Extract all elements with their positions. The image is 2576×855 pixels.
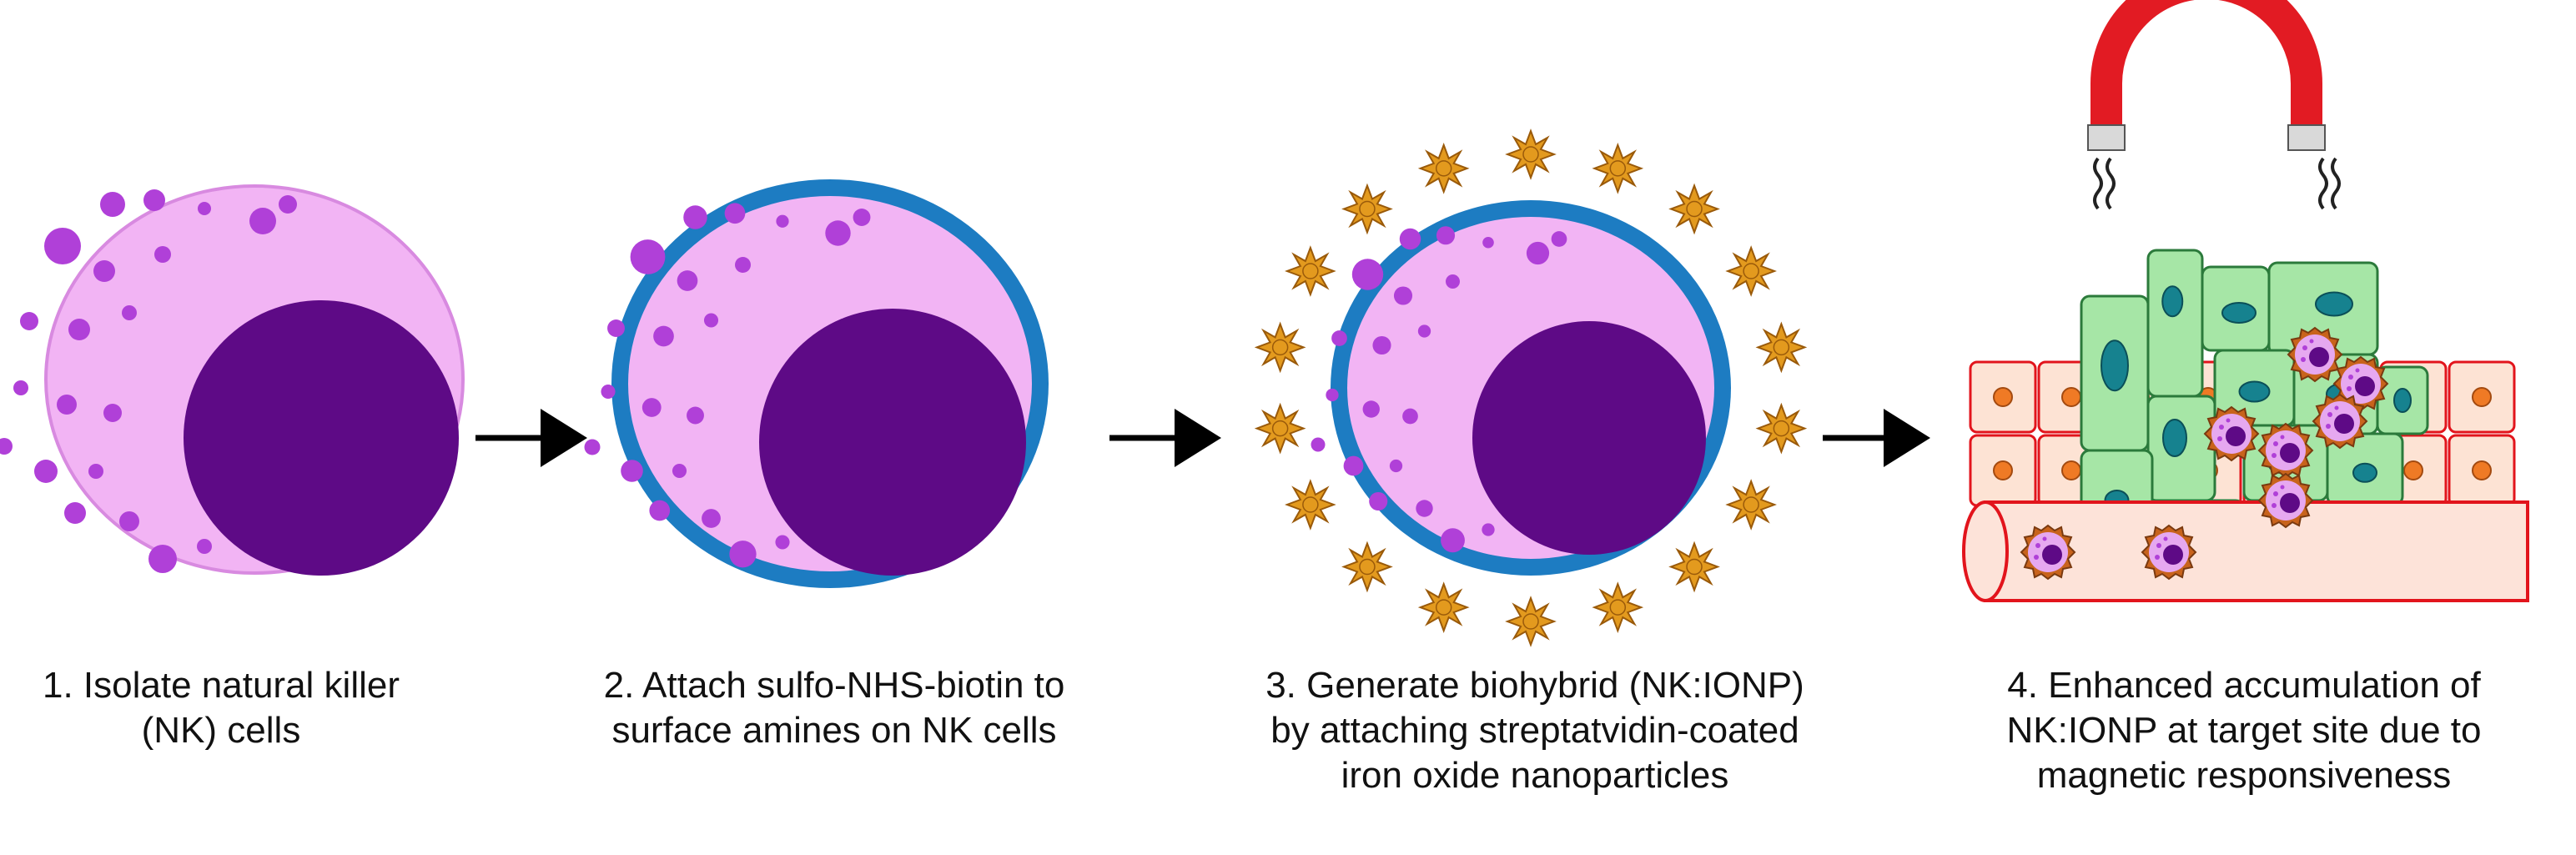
nk-cell-biotinylated <box>584 179 1049 588</box>
tissue-cell <box>1969 434 2037 507</box>
nanoparticle <box>1507 130 1555 179</box>
nk-cell-plain <box>0 184 465 576</box>
nanoparticle <box>1285 247 1335 295</box>
nanoparticle <box>1670 542 1719 591</box>
nanoparticle <box>1342 542 1391 591</box>
tumor-cell <box>2146 395 2216 502</box>
step-1-line-1: 1. Isolate natural killer <box>42 665 400 706</box>
nanoparticle <box>1342 184 1391 234</box>
tumor-cell <box>2376 365 2429 435</box>
tissue-cell <box>2448 434 2516 507</box>
nanoparticle <box>1285 480 1335 529</box>
nanoparticle <box>1507 597 1555 646</box>
nanoparticle <box>1419 143 1468 193</box>
step-2-line-1: 2. Attach sulfo-NHS-biotin to <box>603 665 1065 706</box>
tumor-cell <box>2201 265 2271 352</box>
step-2-line-2: surface amines on NK cells <box>611 710 1057 751</box>
step-3-line-3: iron oxide nanoparticles <box>1341 755 1729 796</box>
nanoparticle <box>1757 404 1806 453</box>
tumor-cell <box>2146 249 2204 398</box>
nanoparticle <box>1255 323 1305 372</box>
nanoparticle <box>1757 323 1806 372</box>
nanoparticle <box>1593 143 1643 193</box>
nanoparticle <box>1727 247 1776 295</box>
nanoparticle <box>1419 583 1468 632</box>
tissue-cell <box>1969 360 2037 434</box>
step-4-line-1: 4. Enhanced accumulation of <box>2007 665 2481 706</box>
step-2-caption: 2. Attach sulfo-NHS-biotin to surface am… <box>534 663 1135 753</box>
tumor-cell <box>2080 294 2150 452</box>
nk-ionp-biohybrid <box>1255 130 1806 646</box>
step-4-caption: 4. Enhanced accumulation of NK:IONP at t… <box>1927 663 2561 798</box>
nanoparticle <box>1727 480 1776 529</box>
step-4-line-3: magnetic responsiveness <box>2036 755 2452 796</box>
step-1-line-2: (NK) cells <box>141 710 301 751</box>
step-3-caption: 3. Generate biohybrid (NK:IONP) by attac… <box>1193 663 1877 798</box>
step-3-line-1: 3. Generate biohybrid (NK:IONP) <box>1265 665 1804 706</box>
step-3-line-2: by attaching streptatvidin-coated <box>1270 710 1799 751</box>
step-4-line-2: NK:IONP at target site due to <box>2006 710 2482 751</box>
nanoparticle <box>1670 184 1719 234</box>
tissue-cell <box>2448 360 2516 434</box>
step-1-caption: 1. Isolate natural killer (NK) cells <box>13 663 430 753</box>
blood-vessel <box>1962 500 2529 602</box>
nanoparticle <box>1593 583 1643 632</box>
nanoparticle <box>1255 404 1305 453</box>
magnet-icon <box>2087 0 2341 210</box>
target-tissue <box>1962 249 2529 602</box>
